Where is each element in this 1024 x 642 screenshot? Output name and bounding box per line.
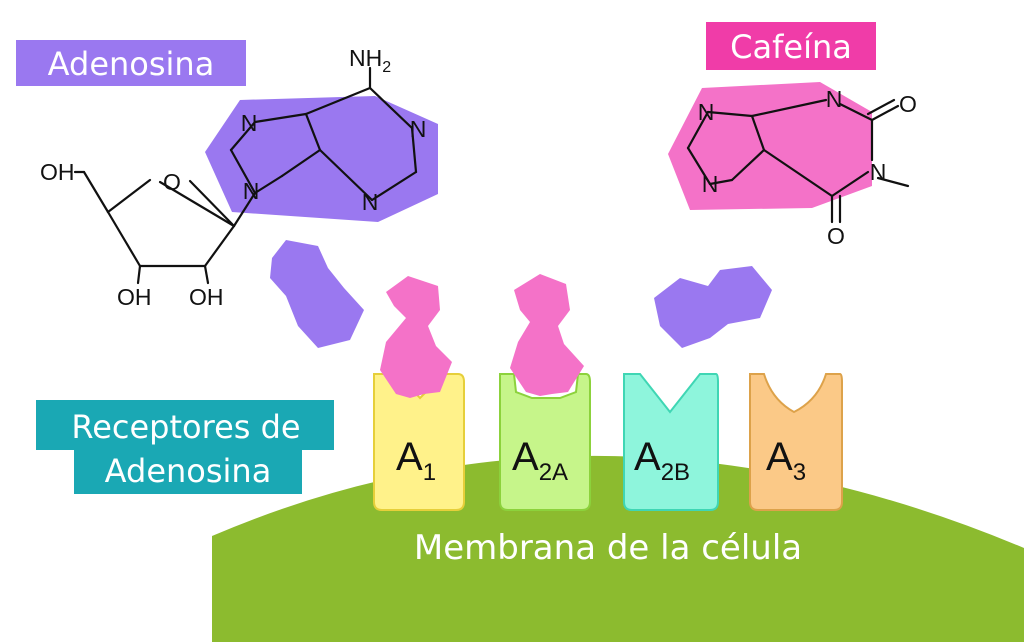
caffeine-structure: N N N N O O [668,82,917,249]
caffeine-nitrogen-9: N [702,171,719,197]
bound-caffeine-molecule [510,274,584,396]
adenosine-tag [16,40,246,86]
hydroxyl-5-label: OH [40,159,75,185]
bound-caffeine-molecule [380,276,452,398]
receptors-tag-line1: Receptores de [71,408,300,446]
adenosine-structure: NH2 N N N N O OH OH OH [40,45,438,310]
adenosine-tag-label: Adenosina [48,45,215,83]
receptor-a2b-label: A2B [634,435,690,486]
receptor-a2b [623,373,719,511]
receptors-tag-line2-bg [74,446,302,494]
caffeine-oxygen-2: O [899,91,917,117]
receptor-a1 [373,373,465,511]
receptor-a3 [749,373,843,511]
adenine-nitrogen-7: N [241,110,258,136]
caffeine-oxygen-6: O [827,223,845,249]
receptor-a1-label: A1 [396,435,436,486]
receptors-tag-line1-bg [36,400,334,450]
caffeine-nitrogen-3: N [826,86,843,112]
free-adenosine-molecule [654,266,772,348]
free-adenosine-molecule [270,240,364,348]
membrane-label: Membrana de la célula [414,528,802,568]
receptor-a3-label: A3 [766,435,806,486]
caffeine-nitrogen-7: N [698,99,715,125]
adenine-nitrogen-1: N [410,116,427,142]
receptors-tag-line2: Adenosina [105,452,272,490]
adenine-nitrogen-3: N [362,189,379,215]
adenine-nitrogen-9: N [243,178,260,204]
receptor-a2a-label: A2A [512,435,568,486]
amine-label: NH2 [349,45,391,76]
ribose-oxygen: O [163,169,181,195]
caffeine-tag [706,22,876,70]
hydroxyl-2-label: OH [189,284,224,310]
caffeine-tag-label: Cafeína [730,28,852,66]
caffeine-nitrogen-1: N [870,159,887,185]
receptor-a2a [499,373,591,511]
hydroxyl-3-label: OH [117,284,152,310]
adenine-highlight [205,96,438,222]
